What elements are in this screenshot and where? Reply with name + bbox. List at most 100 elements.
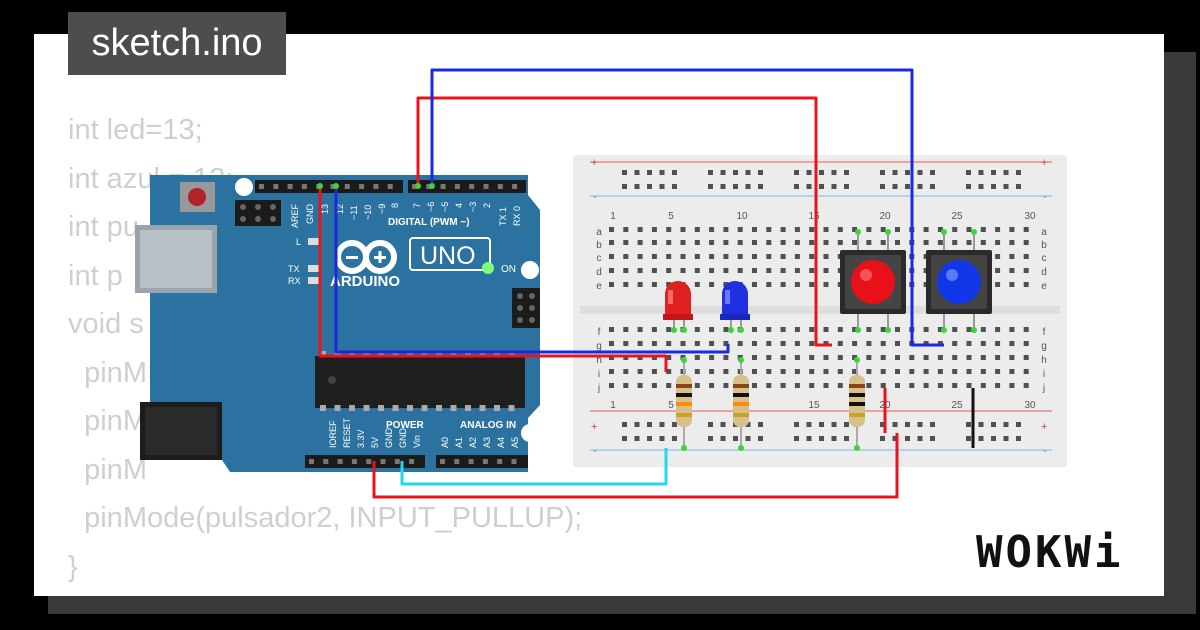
- breadboard-hole: [651, 341, 657, 346]
- cyan-wire[interactable]: [400, 448, 668, 486]
- row-letter: c: [1042, 253, 1047, 264]
- breadboard-hole: [709, 383, 715, 388]
- breadboard-hole: [1016, 422, 1021, 427]
- blue-led[interactable]: [720, 281, 750, 330]
- pin-label: IOREF: [328, 420, 338, 448]
- breadboard-hole: [995, 355, 1001, 360]
- breadboard-hole: [623, 240, 629, 245]
- header-pin-hole: [440, 459, 445, 464]
- breadboard-hole: [952, 369, 958, 374]
- breadboard-hole: [1023, 383, 1029, 388]
- breadboard-hole: [708, 170, 713, 175]
- breadboard-hole: [709, 327, 715, 332]
- breadboard-hole: [880, 422, 885, 427]
- pin-label: Vin: [412, 435, 422, 448]
- breadboard-hole: [666, 240, 672, 245]
- chip-pin: [436, 405, 442, 411]
- arduino-uno-board[interactable]: AREF GND 13 12 ~11 ~10 ~9 8 7 ~6 ~5 4 ~3…: [135, 175, 540, 472]
- breadboard-hole: [1009, 327, 1015, 332]
- digital-header-right[interactable]: [408, 180, 526, 193]
- breadboard-hole: [672, 170, 677, 175]
- breadboard-hole: [952, 327, 958, 332]
- digital-label: DIGITAL (PWM ~): [388, 217, 470, 228]
- breadboard-hole: [609, 254, 614, 259]
- breadboard-hole: [637, 383, 643, 388]
- row-letter: d: [1041, 267, 1047, 278]
- file-tab[interactable]: sketch.ino: [68, 12, 286, 75]
- pin-label: 5V: [370, 437, 380, 448]
- breadboard-hole: [1009, 240, 1015, 245]
- header-pin-hole: [380, 459, 386, 464]
- breadboard-hole: [823, 268, 829, 273]
- breadboard-hole: [923, 327, 929, 332]
- row-letter: f: [598, 327, 601, 338]
- breadboard-hole: [720, 170, 726, 175]
- red-wire[interactable]: [372, 433, 899, 499]
- mounting-hole: [521, 261, 539, 279]
- breadboard-hole: [917, 170, 923, 175]
- breadboard-hole: [880, 170, 885, 175]
- blue-wire[interactable]: [334, 186, 730, 354]
- rail-minus-label: -: [1043, 191, 1047, 203]
- breadboard-hole: [680, 227, 686, 232]
- breadboard-hole: [895, 227, 900, 232]
- breadboard-hole: [905, 436, 910, 441]
- resistor[interactable]: [849, 360, 865, 448]
- header-pin-hole: [330, 184, 336, 189]
- breadboard-hole: [1009, 227, 1015, 232]
- breadboard-hole: [895, 369, 900, 374]
- breadboard-hole: [609, 282, 614, 287]
- header-pin-hole: [373, 184, 379, 189]
- breadboard[interactable]: + + + + - - - - 1 5 10 15 20 25 30 1 5 1…: [573, 155, 1067, 467]
- resistor[interactable]: [733, 360, 749, 448]
- breadboard-hole: [733, 184, 738, 189]
- breadboard-hole: [647, 170, 652, 175]
- breadboard-hole: [709, 355, 715, 360]
- pin-label: A2: [468, 437, 478, 448]
- breadboard-hole: [980, 240, 986, 245]
- breadboard-hole: [809, 383, 815, 388]
- status-led: [308, 277, 320, 284]
- blue-wire[interactable]: [430, 68, 944, 347]
- breadboard-hole: [995, 369, 1001, 374]
- breadboard-hole: [680, 268, 686, 273]
- breadboard-hole: [809, 327, 815, 332]
- breadboard-hole: [637, 254, 643, 259]
- header-pin-hole: [301, 184, 307, 189]
- resistor[interactable]: [676, 360, 692, 448]
- red-wire[interactable]: [416, 96, 832, 347]
- rail-minus-label: -: [1043, 445, 1047, 457]
- arduino-logo: [335, 240, 397, 274]
- breadboard-hole: [623, 369, 629, 374]
- column-number: 5: [668, 400, 674, 411]
- breadboard-hole: [966, 341, 972, 346]
- breadboard-hole: [737, 254, 743, 259]
- power-header[interactable]: [305, 455, 425, 468]
- breadboard-hole: [952, 240, 958, 245]
- breadboard-hole: [995, 327, 1001, 332]
- breadboard-hole: [694, 282, 700, 287]
- digital-header-left[interactable]: [255, 180, 403, 193]
- blue-push-button[interactable]: [926, 232, 992, 330]
- red-led[interactable]: [663, 281, 693, 330]
- breadboard-hole: [905, 170, 910, 175]
- breadboard-hole: [752, 227, 757, 232]
- breadboard-hole: [980, 227, 986, 232]
- chip-pin: [436, 351, 442, 357]
- breadboard-hole: [819, 422, 824, 427]
- red-wire[interactable]: [318, 186, 668, 372]
- analog-header[interactable]: [436, 455, 528, 468]
- breadboard-hole: [623, 268, 629, 273]
- led-label: TX: [288, 264, 300, 274]
- header-pin-hole: [497, 459, 503, 464]
- rail-plus-label: +: [1041, 157, 1047, 169]
- breadboard-hole: [766, 227, 772, 232]
- breadboard-hole: [1023, 341, 1029, 346]
- red-push-button[interactable]: [840, 232, 906, 330]
- mounting-hole: [521, 424, 539, 442]
- led-label: L: [296, 237, 301, 247]
- pin-label: RESET: [342, 417, 352, 448]
- pin-label: ~5: [440, 202, 450, 212]
- rail-minus-label: -: [593, 445, 597, 457]
- breadboard-hole: [966, 422, 971, 427]
